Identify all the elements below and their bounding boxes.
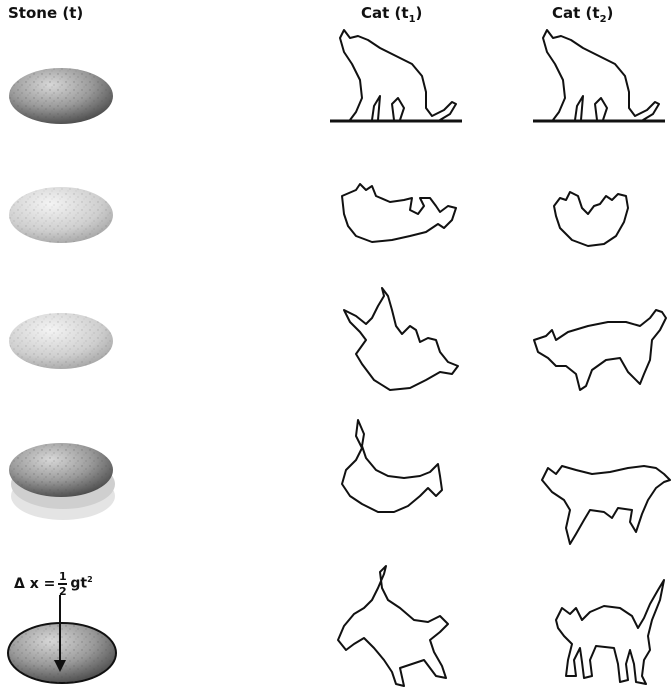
- cat-t1-tumble-1: [342, 184, 456, 242]
- cat-t1-landing: [338, 566, 448, 686]
- cat-t2-arched: [556, 580, 664, 684]
- cat-t2-tumble-3: [542, 466, 670, 544]
- formula-fraction: 1 2: [58, 571, 67, 597]
- free-fall-formula: Δ x = 1 2 gt2: [14, 571, 93, 597]
- stone-frame-3: [9, 313, 113, 369]
- cat-t2-tumble-2: [534, 310, 666, 390]
- cat-t2-sitting: [543, 30, 659, 120]
- cat-t2-tumble-1: [554, 192, 628, 246]
- stone-frame-2: [9, 187, 113, 243]
- stone-frame-1: [9, 68, 113, 124]
- formula-term: gt2: [70, 575, 92, 592]
- cat-t1-tumble-2: [344, 288, 458, 390]
- cat-t1-tumble-3: [342, 420, 442, 512]
- stone-frame-5: [8, 623, 116, 683]
- formula-delta-x: Δ x =: [14, 576, 55, 592]
- stone-frame-4-motion: [9, 443, 115, 520]
- cat-t1-sitting: [340, 30, 456, 120]
